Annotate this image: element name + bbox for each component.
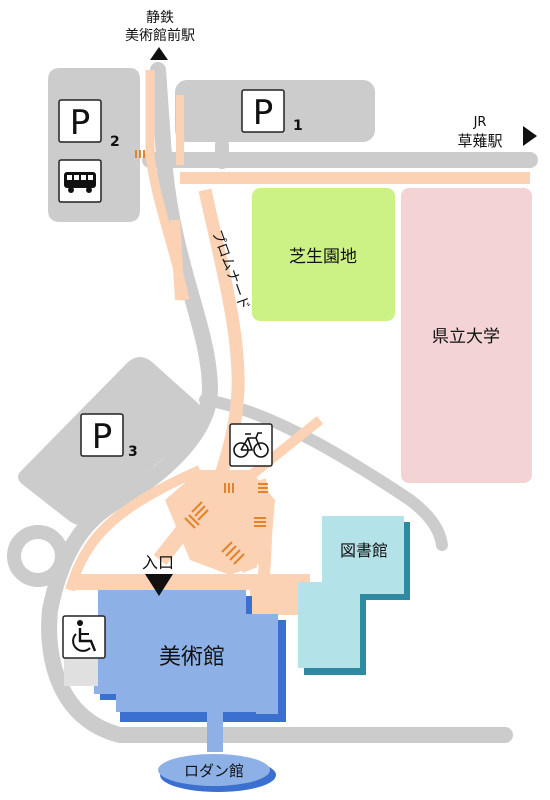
rodin-label: ロダン館	[184, 762, 244, 780]
crossing-plaza-north	[224, 483, 234, 493]
jr-station-line1: JR	[473, 115, 487, 130]
entrance-arrow-icon	[145, 574, 173, 596]
svg-text:P: P	[70, 103, 91, 143]
walkway-promenade	[198, 188, 245, 502]
walkway-p3-edge	[65, 465, 203, 592]
bus-icon	[58, 159, 102, 203]
road-roundabout	[7, 525, 69, 587]
rodin-building	[158, 754, 270, 786]
lawn-label: 芝生園地	[289, 247, 357, 267]
jr-station-line2: 草薙駅	[457, 132, 502, 150]
parking-icon	[58, 99, 102, 143]
east-arrow-icon	[523, 126, 537, 146]
svg-text:P: P	[92, 417, 113, 457]
svg-text:P: P	[253, 93, 274, 133]
parking-number-3: 3	[128, 444, 138, 460]
road-diagonal-east	[199, 394, 448, 551]
parking-icon	[80, 413, 124, 457]
library-building	[298, 516, 404, 668]
crossing-station	[135, 150, 145, 158]
entrance-label: 入口	[142, 553, 174, 572]
crossing-plaza-west	[184, 501, 209, 529]
library-label: 図書館	[340, 541, 388, 560]
walkway-upper-left	[170, 219, 185, 301]
parking-icon	[241, 89, 285, 133]
crossing-plaza-east	[254, 517, 266, 527]
bicycle-icon	[229, 423, 273, 467]
university-area	[401, 188, 532, 483]
walkway-plaza	[165, 470, 275, 575]
walkway-right-branch	[241, 416, 324, 484]
road-main-curve	[41, 62, 513, 743]
rodin-connector	[207, 712, 223, 752]
north-arrow-icon	[150, 47, 168, 60]
crossing-plaza-northeast	[258, 483, 268, 493]
shizutetsu-station-line1: 静鉄	[146, 10, 174, 26]
museum-building	[94, 590, 278, 714]
parking-sign-1: P 1	[241, 89, 303, 134]
museum-label: 美術館	[159, 645, 225, 670]
parking-sign-3: P 3	[80, 413, 138, 460]
roads	[7, 62, 538, 743]
university-label: 県立大学	[432, 327, 500, 347]
parking-number-1: 1	[293, 118, 303, 134]
parking-number-2: 2	[110, 134, 120, 150]
crossing-plaza-south	[221, 541, 245, 565]
crossings	[135, 150, 268, 565]
parking-sign-2: P 2	[58, 99, 120, 150]
lawn-area	[252, 188, 395, 321]
shizutetsu-station-line2: 美術館前駅	[125, 27, 195, 44]
wheelchair-icon	[62, 615, 106, 659]
